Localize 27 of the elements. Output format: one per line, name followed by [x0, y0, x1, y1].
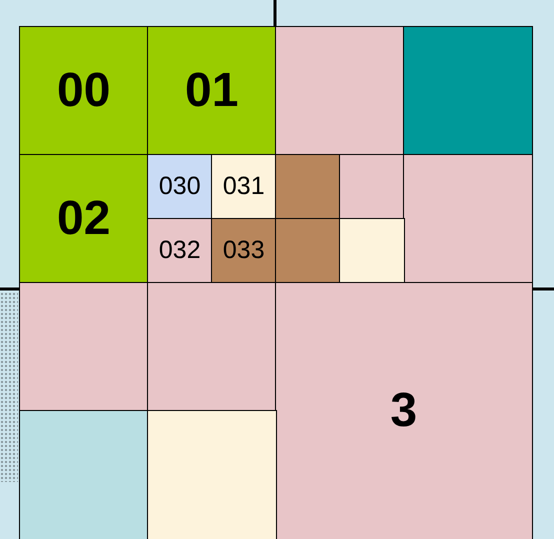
cell-label: 031	[222, 172, 265, 202]
square	[147, 282, 276, 412]
square	[339, 154, 404, 220]
square	[275, 218, 340, 284]
labeled-square	[211, 154, 276, 220]
cell-label: 030	[158, 172, 201, 202]
cell-label: 032	[158, 236, 201, 266]
square	[19, 410, 148, 539]
labeled-square	[147, 154, 212, 220]
square	[275, 154, 340, 220]
square	[275, 26, 404, 156]
square	[403, 154, 532, 284]
cell-label: 02	[57, 191, 110, 246]
cell-label: 033	[222, 236, 265, 266]
square	[147, 410, 276, 539]
labeled-square	[19, 154, 148, 284]
labeled-square	[147, 26, 276, 156]
labeled-square	[211, 218, 276, 284]
cell-label: 3	[390, 383, 418, 438]
cell-label: 01	[185, 63, 238, 118]
cell-label: 00	[57, 63, 110, 118]
square	[339, 218, 404, 284]
labeled-square	[147, 218, 212, 284]
labeled-square	[275, 282, 532, 539]
labeled-square	[19, 26, 148, 156]
square	[403, 26, 532, 156]
square	[19, 282, 148, 412]
